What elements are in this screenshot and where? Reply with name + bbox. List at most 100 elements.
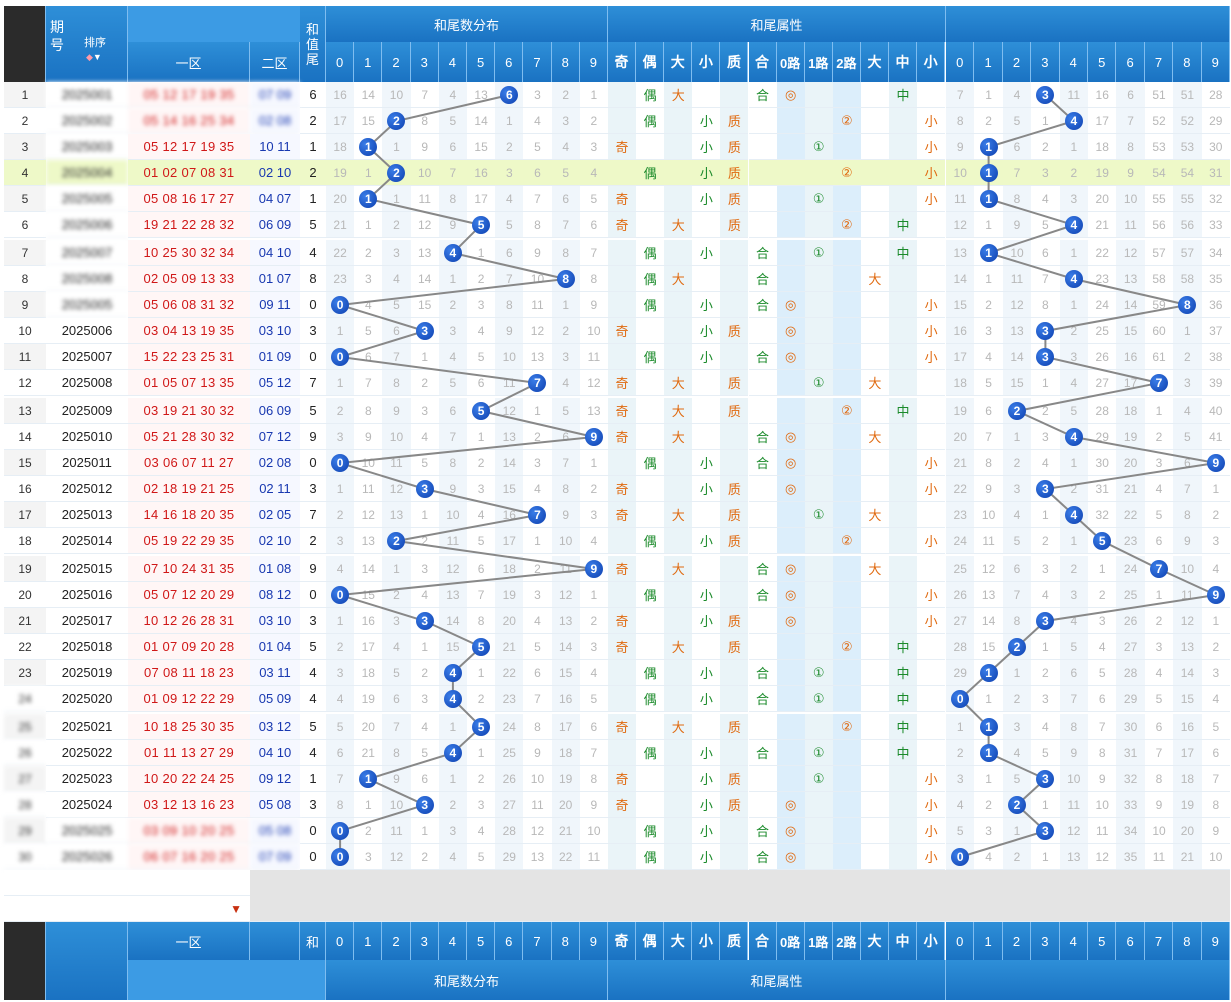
attr-cell: ① xyxy=(804,240,833,266)
miss-count: 9 xyxy=(1127,165,1134,180)
scroll-down-icon[interactable]: ▼ xyxy=(4,896,250,922)
right-cell: 28 xyxy=(1116,660,1145,686)
miss-count: 16 xyxy=(1123,349,1138,364)
miss-count: 1 xyxy=(421,823,429,838)
miss-count: 5 xyxy=(336,719,344,734)
attr-cell xyxy=(832,844,861,870)
dist-cell: 18 xyxy=(551,740,580,766)
right-cell: 2 xyxy=(1002,844,1032,870)
footer-right-col-2: 2 xyxy=(1002,922,1032,960)
miss-count: 9 xyxy=(449,217,457,232)
attr-col-0: 奇 xyxy=(608,42,637,82)
right-cell: 7 xyxy=(1144,370,1174,396)
right-cell: 5 xyxy=(946,818,975,844)
right-cell: 4 xyxy=(1002,740,1032,766)
attr-cell xyxy=(860,134,889,160)
right-cell: 1 xyxy=(1173,318,1202,344)
attr-cell xyxy=(664,792,693,818)
miss-count: 2 xyxy=(477,271,485,286)
right-cell: 2 xyxy=(974,292,1003,318)
right-ball: 3 xyxy=(1036,769,1055,788)
miss-count: 12 xyxy=(953,217,967,232)
right-cell: 7 xyxy=(974,424,1003,450)
miss-count: 51 xyxy=(1180,87,1195,102)
miss-count: 11 xyxy=(503,375,516,390)
right-cell: 4 xyxy=(1201,686,1230,712)
miss-count: 7 xyxy=(449,429,457,444)
row-zone1-numbers: 02 18 19 21 25 xyxy=(128,476,250,502)
attr-cell xyxy=(664,160,693,186)
dist-cell: 3 xyxy=(523,82,552,108)
miss-count: 11 xyxy=(1067,87,1081,102)
miss-count: 1 xyxy=(1098,561,1106,576)
miss-count: 10 xyxy=(1209,849,1223,864)
miss-count: 13 xyxy=(361,533,375,548)
attr-cell: 大 xyxy=(860,556,889,582)
dist-cell: 5 xyxy=(467,528,496,554)
right-cell: 9 xyxy=(1173,528,1202,554)
miss-count: 4 xyxy=(562,139,570,154)
attr-cell: ◎ xyxy=(776,292,805,318)
right-cell: 10 xyxy=(1201,844,1230,870)
miss-count: 29 xyxy=(953,665,967,680)
miss-count: 10 xyxy=(1180,561,1195,576)
right-cell: 8 xyxy=(1144,766,1174,792)
miss-count: 10 xyxy=(1095,797,1109,812)
miss-count: 25 xyxy=(502,745,516,760)
row-zone1-numbers: 05 06 08 31 32 xyxy=(128,292,250,318)
dist-cell: 6 xyxy=(495,82,524,108)
right-cell: 1 xyxy=(1059,292,1088,318)
right-cell: 5 xyxy=(1144,502,1174,528)
row-sum-tail: 7 xyxy=(300,502,326,528)
row-zone1-numbers: 15 22 23 25 31 xyxy=(128,344,250,370)
miss-count: 2 xyxy=(1042,403,1049,418)
attr-cell xyxy=(664,108,693,134)
attr-cell xyxy=(720,82,749,108)
dist-cell: 5 xyxy=(410,740,439,766)
miss-count: 5 xyxy=(477,533,485,548)
sort-button[interactable]: 排序 xyxy=(84,37,106,49)
dist-cell: 3 xyxy=(410,476,439,502)
attr-cell: 中 xyxy=(889,740,918,766)
sort-arrows-icon[interactable]: ◆▼ xyxy=(86,52,102,62)
period-header[interactable]: 期号排序◆▼ xyxy=(46,6,128,82)
miss-count: 2 xyxy=(1070,481,1078,496)
row-zone2-numbers: 07 09 xyxy=(250,844,300,870)
miss-count: 1 xyxy=(477,429,485,444)
attr-cell xyxy=(748,502,777,528)
right-cell: 18 xyxy=(1116,398,1145,424)
miss-count: 13 xyxy=(474,87,488,102)
right-col-3: 3 xyxy=(1031,42,1060,82)
right-ball: 7 xyxy=(1149,559,1168,578)
miss-count: 1 xyxy=(985,691,992,706)
right-ball: 3 xyxy=(1036,85,1055,104)
miss-count: 7 xyxy=(562,455,570,470)
miss-count: 8 xyxy=(477,613,485,628)
right-cell: 7 xyxy=(1173,476,1202,502)
attr-cell: 小 xyxy=(692,818,721,844)
miss-count: 3 xyxy=(1042,691,1049,706)
miss-count: 11 xyxy=(1152,849,1166,864)
row-sum-tail: 2 xyxy=(300,528,326,554)
right-cell: 39 xyxy=(1201,370,1230,396)
dist-cell: 10 xyxy=(495,344,524,370)
right-cell: 14 xyxy=(1173,660,1202,686)
footer-attr-col-6: 0路 xyxy=(776,922,805,960)
row-sum-tail: 5 xyxy=(300,212,326,238)
attr-cell xyxy=(860,398,889,424)
miss-count: 6 xyxy=(1212,745,1220,760)
dist-cell: 8 xyxy=(438,186,467,212)
right-cell: 10 xyxy=(974,502,1003,528)
miss-count: 2 xyxy=(393,587,400,602)
miss-count: 1 xyxy=(1070,139,1078,154)
dist-cell: 9 xyxy=(579,792,608,818)
dist-cell: 17 xyxy=(551,714,580,740)
right-cell: 5 xyxy=(1173,424,1202,450)
miss-count: 6 xyxy=(1155,533,1163,548)
attr-cell xyxy=(636,476,665,502)
right-cell: 7 xyxy=(1059,686,1088,712)
miss-count: 6 xyxy=(505,245,513,260)
dist-cell: 2 xyxy=(410,844,439,870)
dist-cell: 4 xyxy=(523,608,552,634)
right-cell: 1 xyxy=(974,186,1003,212)
